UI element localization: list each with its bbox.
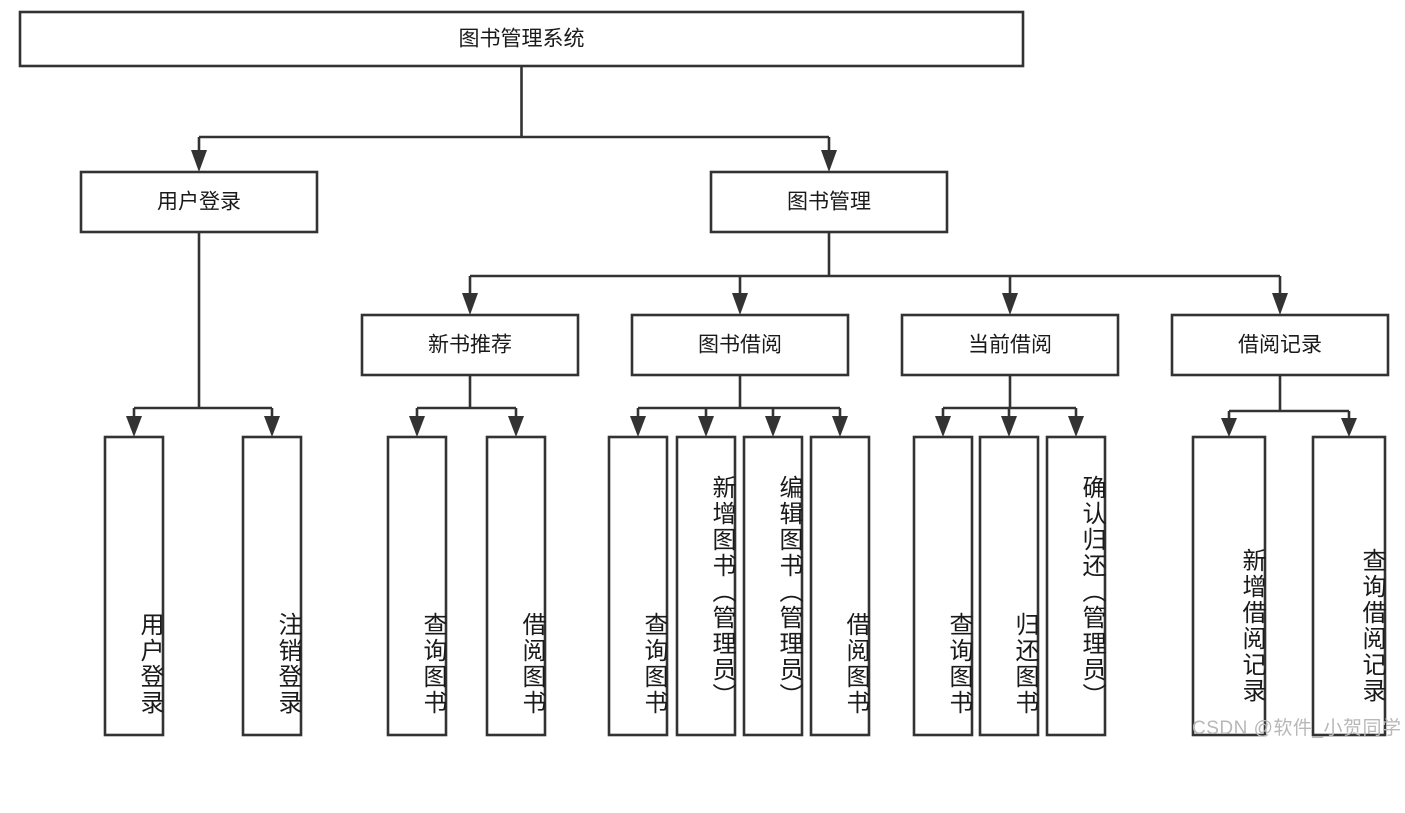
arrowhead-current-borrow — [1002, 293, 1018, 315]
leaf-box[interactable] — [978, 435, 1040, 737]
node-book-borrow-label: 图书借阅 — [698, 334, 782, 357]
leaf-label-add-book-admin: 新增图书（管理员） — [708, 475, 735, 709]
leaf-box[interactable] — [742, 435, 804, 737]
arrowhead-br-leaf-1 — [1221, 418, 1237, 437]
arrowhead-nbr-leaf-2 — [508, 416, 524, 437]
node-borrow-record-label: 借阅记录 — [1238, 334, 1322, 357]
leaf-label-borrow-book-nbr: 借阅图书 — [518, 612, 545, 716]
leaf-box[interactable] — [103, 435, 165, 737]
leaf-box-group — [103, 435, 1387, 737]
arrowhead-nbr-leaf-1 — [409, 416, 425, 437]
node-book-borrow[interactable]: 图书借阅 — [630, 313, 850, 377]
node-new-book-recommend[interactable]: 新书推荐 — [360, 313, 580, 377]
arrowhead-book-mgmt — [821, 150, 837, 172]
leaf-label-confirm-return-admin: 确认归还（管理员） — [1078, 475, 1105, 709]
arrowhead-bb-leaf-4 — [832, 416, 848, 437]
leaf-label-logout: 注销登录 — [274, 612, 301, 716]
connector-group-book-borrow — [630, 375, 848, 437]
leaf-label-edit-book-admin: 编辑图书（管理员） — [775, 475, 802, 709]
arrowhead-leaf-logout — [264, 416, 280, 437]
leaf-box[interactable] — [675, 435, 737, 737]
node-root-label: 图书管理系统 — [459, 28, 585, 51]
connector-group-current-borrow — [935, 375, 1084, 437]
leaf-label-user-login: 用户登录 — [136, 612, 163, 716]
node-current-borrow[interactable]: 当前借阅 — [900, 313, 1120, 377]
arrowhead-cb-leaf-3 — [1068, 416, 1084, 437]
leaf-box[interactable] — [1191, 435, 1267, 737]
node-book-management[interactable]: 图书管理 — [709, 170, 949, 234]
diagram-canvas: 图书管理系统 用户登录 图书管理 新书推荐 图书借阅 当前借阅 借阅记录 — [18, 10, 1402, 739]
leaf-label-query-borrow-record: 查询借阅记录 — [1358, 548, 1385, 704]
node-borrow-record-box[interactable] — [1170, 313, 1390, 377]
node-root[interactable]: 图书管理系统 — [18, 10, 1025, 68]
arrowhead-bb-leaf-1 — [630, 416, 646, 437]
arrowhead-leaf-user-login — [126, 416, 142, 437]
leaf-label-add-borrow-record: 新增借阅记录 — [1238, 548, 1265, 704]
node-book-management-box[interactable] — [709, 170, 949, 234]
arrowhead-cb-leaf-1 — [935, 416, 951, 437]
node-user-login-box[interactable] — [79, 170, 319, 234]
connector-group-root — [191, 66, 837, 172]
leaf-label-return-book: 归还图书 — [1011, 612, 1038, 716]
arrowhead-br-leaf-2 — [1341, 418, 1357, 437]
hierarchy-diagram-svg: 图书管理系统 用户登录 图书管理 新书推荐 图书借阅 当前借阅 借阅记录 — [18, 10, 1390, 737]
node-root-box[interactable] — [18, 10, 1025, 68]
arrowhead-bb-leaf-2 — [698, 416, 714, 437]
arrowhead-cb-leaf-2 — [1001, 416, 1017, 437]
leaf-label-query-book-cb: 查询图书 — [945, 612, 972, 716]
leaf-box[interactable] — [386, 435, 448, 737]
leaf-box[interactable] — [912, 435, 974, 737]
connector-group-book-mgmt — [462, 232, 1288, 315]
leaf-label-query-book-bb: 查询图书 — [640, 612, 667, 716]
node-book-borrow-box[interactable] — [630, 313, 850, 377]
leaf-box[interactable] — [809, 435, 871, 737]
arrowhead-new-book-rec — [462, 293, 478, 315]
connector-group-new-book-rec — [409, 375, 524, 437]
csdn-watermark: CSDN @软件_小贺同学 — [1192, 718, 1402, 739]
leaf-box[interactable] — [241, 435, 303, 737]
leaf-box[interactable] — [485, 435, 547, 737]
leaf-box[interactable] — [1311, 435, 1387, 737]
leaf-box[interactable] — [607, 435, 669, 737]
leaf-box[interactable] — [1045, 435, 1107, 737]
leaf-label-query-book-nbr: 查询图书 — [419, 612, 446, 716]
node-book-management-label: 图书管理 — [787, 191, 871, 214]
connector-group-borrow-record — [1221, 375, 1357, 437]
node-current-borrow-box[interactable] — [900, 313, 1120, 377]
arrowhead-book-borrow — [732, 293, 748, 315]
arrowhead-user-login — [191, 150, 207, 172]
arrowhead-bb-leaf-3 — [765, 416, 781, 437]
leaf-label-borrow-book-bb: 借阅图书 — [842, 612, 869, 716]
node-user-login[interactable]: 用户登录 — [79, 170, 319, 234]
node-borrow-record[interactable]: 借阅记录 — [1170, 313, 1390, 377]
node-user-login-label: 用户登录 — [157, 191, 241, 214]
node-current-borrow-label: 当前借阅 — [968, 334, 1052, 357]
node-new-book-recommend-box[interactable] — [360, 313, 580, 377]
arrowhead-borrow-record — [1272, 293, 1288, 315]
connector-group-user-login — [126, 232, 280, 437]
node-new-book-recommend-label: 新书推荐 — [428, 334, 512, 357]
